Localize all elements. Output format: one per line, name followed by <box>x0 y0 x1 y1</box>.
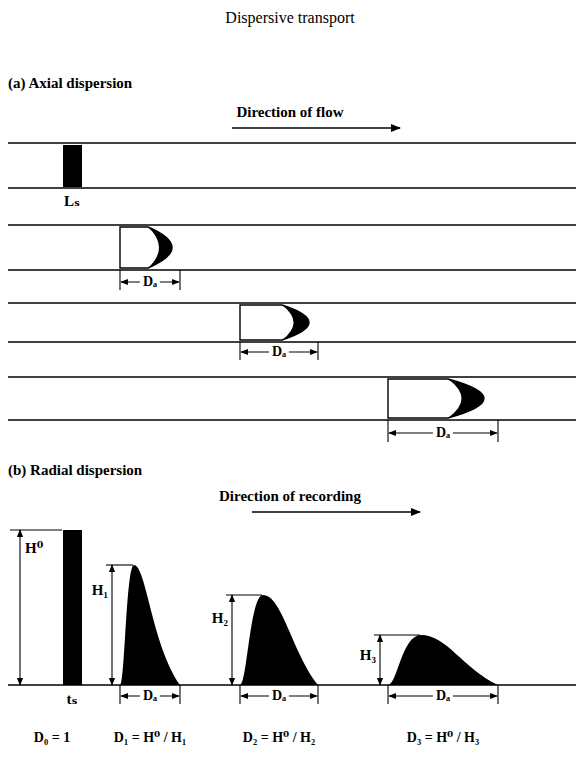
peak <box>240 595 318 685</box>
dispersion-formula: D₃ = H⁰ / H₃ <box>407 730 479 745</box>
dispersion-width: Dₐ <box>269 688 289 703</box>
peak <box>388 635 498 685</box>
dispersion-width: Dₐ <box>433 688 453 703</box>
peak-height: H⁰ <box>25 540 43 557</box>
dispersed-plug <box>120 227 172 268</box>
peak-height: H₂ <box>212 610 228 627</box>
dispersion-formula: D₁ = H⁰ / H₁ <box>114 730 186 745</box>
plug-length: Lₛ <box>64 193 80 210</box>
width-dimensions <box>120 685 498 704</box>
input-pulse <box>63 530 82 685</box>
arrow-label: Direction of flow <box>236 104 343 121</box>
dispersion-formula: D₀ = 1 <box>34 730 70 745</box>
arrow-label: Direction of recording <box>219 488 361 505</box>
peak-height: H₃ <box>360 647 376 664</box>
peak <box>120 565 180 685</box>
dispersion-width: Dₐ <box>269 344 289 359</box>
recording-arrow <box>252 511 420 513</box>
sample-time: tₛ <box>67 691 78 708</box>
dispersed-plug <box>388 379 484 418</box>
dispersion-width: Dₐ <box>433 425 453 440</box>
diagram-title: Dispersive transport <box>225 9 354 27</box>
tube-walls <box>8 143 576 420</box>
dispersion-formula: D₂ = H⁰ / H₂ <box>243 730 315 745</box>
dispersion-width: Dₐ <box>140 688 160 703</box>
section-heading: (b) Radial dispersion <box>8 462 142 479</box>
sample-plug <box>63 145 82 187</box>
dispersion-width: Dₐ <box>140 274 160 289</box>
height-dimensions <box>10 530 420 685</box>
peak-height: H₁ <box>92 582 108 599</box>
axial-dimensions <box>120 270 498 442</box>
section-heading: (a) Axial dispersion <box>8 75 132 92</box>
flow-arrow <box>232 127 400 129</box>
dispersed-plug <box>240 305 309 340</box>
